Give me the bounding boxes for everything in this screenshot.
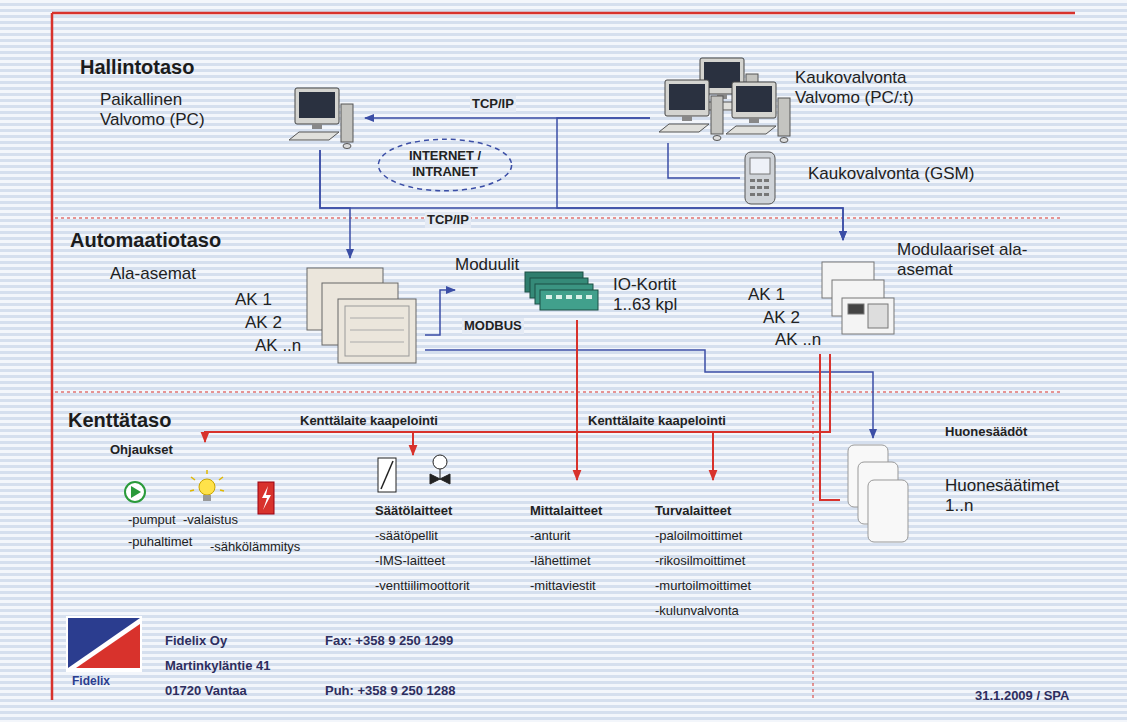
node-text: Modulaariset ala-asemat [897,240,1072,281]
data-link [425,290,455,335]
node-text: -valaistus [183,512,238,528]
remote-pc-icons [659,58,790,143]
room-controller-icons [848,445,908,542]
electric-heater-symbol [258,482,274,514]
node-text: Säätölaitteet [375,503,452,519]
field-cable [820,354,840,500]
node-text: AK ..n [255,336,301,356]
node-text: INTERNET / INTRANET [400,148,490,179]
node-text: Ala-asemat [110,264,196,284]
field-cable [576,320,578,480]
node-text: -pumput [128,512,176,528]
address-line: Martinkyläntie 41 [165,658,271,674]
remote-workstations: Kaukovalvonta Valvomo (PC/:t) [650,56,995,143]
node-text: -rikosilmoittimet [655,553,745,569]
phone-number: Puh: +358 9 250 1288 [325,683,455,699]
logo-text: Fidelix [72,674,110,688]
substation-panels [307,268,416,363]
data-link [557,118,843,240]
node-text: Mittalaitteet [530,503,602,519]
node-text: IO-Kortit 1..63 kpl [613,275,698,316]
node-text: Turvalaitteet [655,503,731,519]
node-text: AK ..n [775,330,821,350]
node-text: Kaukovalvonta (GSM) [808,164,974,184]
node-text: Paikallinen Valvomo (PC) [100,90,250,131]
level-heading: Kenttätaso [68,408,171,432]
room-controller-group: Huonesäätimet 1..n [840,438,1074,550]
node-text: -IMS-laitteet [375,553,445,569]
data-link [320,150,350,258]
actuator-group: Säätölaitteet -säätöpellit -IMS-laitteet -v… [365,455,515,600]
node-text: Moduulit [455,255,519,275]
pump-symbol [125,482,145,502]
level-heading: Hallintotaso [80,55,194,79]
data-link [668,143,740,178]
node-text: -murtoilmoittimet [655,578,751,594]
controls-group: Ohjaukset -pumput -puhaltimet -valaistus -sä… [105,442,345,560]
data-link [320,150,843,240]
node-text: -puhaltimet [128,534,192,550]
node-text: -mittaviestit [530,578,596,594]
node-text: AK 1 [235,290,272,310]
fidelix-logo [66,616,142,672]
node-text: -säätöpellit [375,528,438,544]
company-name: Fidelix Oy [165,633,227,649]
node-text: Kaukovalvonta Valvomo (PC/:t) [795,68,965,109]
node-text: AK 2 [763,308,800,328]
local-pc-icon [289,88,353,149]
frame-lines [52,13,1075,700]
valve-motor-symbol [430,455,450,484]
gsm-monitoring: Kaukovalvonta (GSM) [740,148,990,204]
node-text: -venttiilimoottorit [375,578,470,594]
lamp-symbol [190,470,224,501]
gsm-phone-icon [745,152,775,204]
measurement-group: Mittalaitteet -anturit -lähettimet -mittavi… [525,480,645,598]
io-module-group: ModuulitIO-Kortit 1..63 kpl [455,255,702,320]
damper-symbol [378,458,396,492]
level-heading: Automaatiotaso [70,228,221,252]
field-cable [713,354,830,480]
node-text: Huonesäätimet 1..n [945,476,1070,517]
field-cable [205,354,830,442]
modular-station-icons [822,262,894,334]
fax-number: Fax: +358 9 250 1299 [325,633,453,649]
modular-substation-group: Modulaariset ala-asemat AK 1 AK 2AK ..n [740,240,1100,354]
substation-group: Ala-asemat AK 1 AK 2 AK ..n [105,258,425,368]
io-card-icons [525,272,598,310]
cabling-label: Kenttälaite kaapelointi [300,413,438,429]
node-text: Ohjaukset [110,442,173,458]
level-separators [55,218,1060,700]
address-line: 01720 Vantaa [165,683,247,699]
data-link [425,350,873,438]
node-text: -sähkölämmitys [210,539,300,555]
node-text: -paloilmoittimet [655,528,742,544]
local-workstation: Paikallinen Valvomo (PC) [95,85,365,150]
connector-label: TCP/IP [470,96,516,112]
cabling-label: Kenttälaite kaapelointi [588,413,726,429]
date-stamp: 31.1.2009 / SPA [975,688,1069,704]
group-heading: Huonesäädöt [945,424,1027,440]
connector-label: MODBUS [462,318,524,334]
node-text: AK 2 [245,313,282,333]
node-text: -lähettimet [530,553,591,569]
security-group: Turvalaitteet -paloilmoittimet -rikosilmoi… [650,480,808,623]
network-ellipse: INTERNET / INTRANET [377,137,513,193]
node-text: -kulunvalvonta [655,603,739,619]
field-cable [413,354,830,455]
node-text: -anturit [530,528,570,544]
node-text: AK 1 [748,285,785,305]
connector-label: TCP/IP [425,212,471,228]
